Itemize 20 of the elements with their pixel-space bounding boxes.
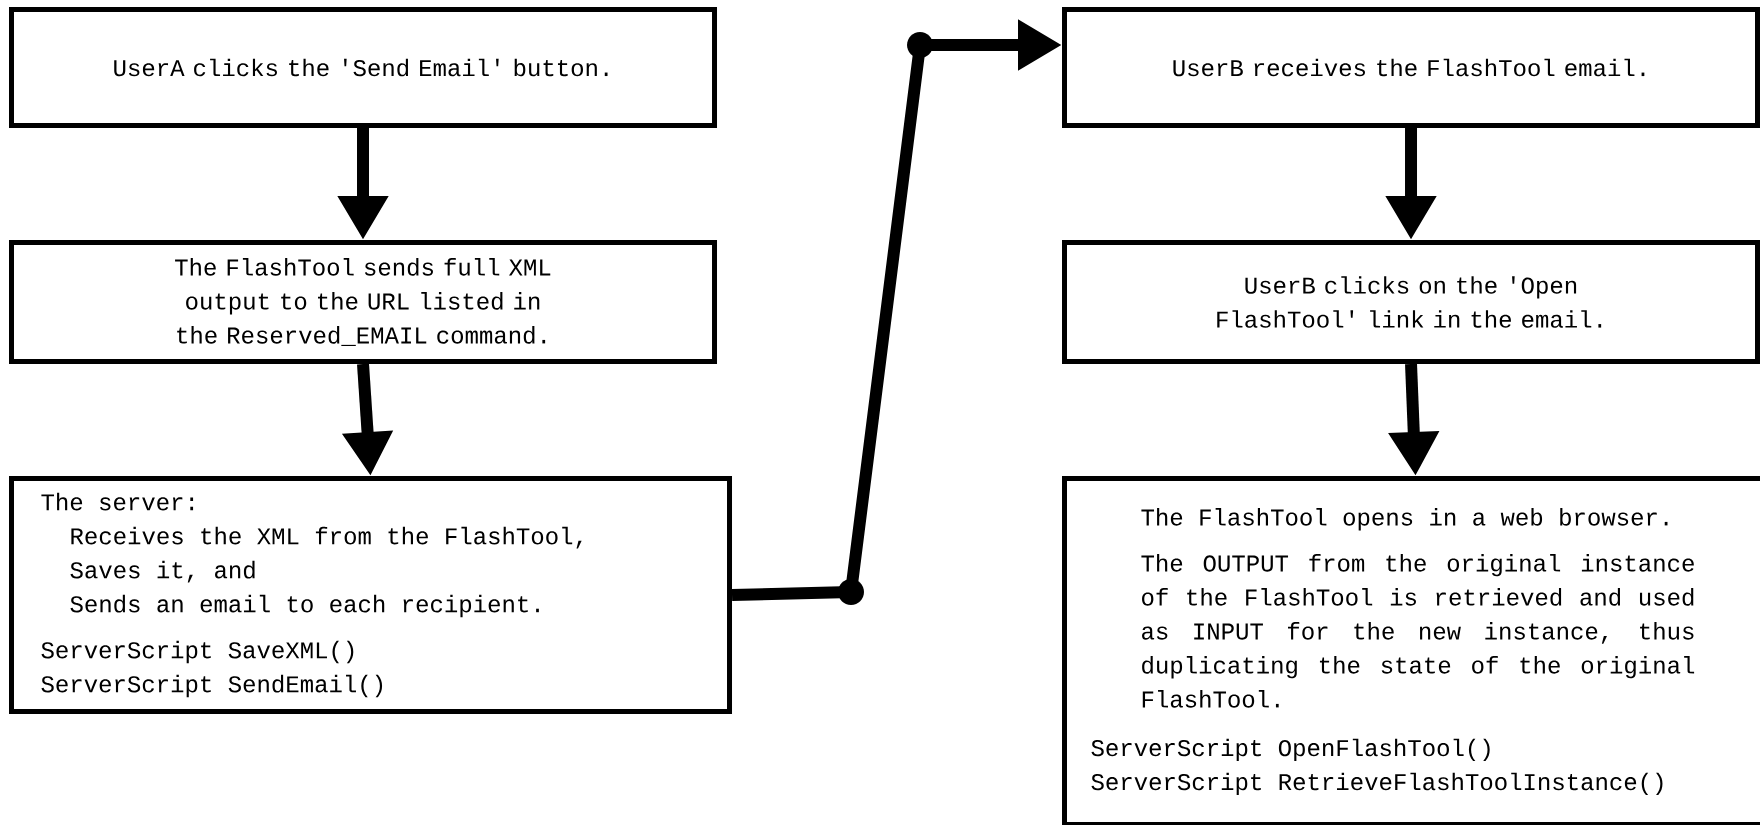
node-text: Receives the XML from the FlashTool, <box>71 526 582 549</box>
node-text: ServerScript RetrieveFlashToolInstance() <box>1091 772 1663 795</box>
node-text: The server: <box>41 492 194 511</box>
node-text: Saves it, and <box>70 560 255 583</box>
process-box <box>9 7 717 128</box>
process-box <box>1062 7 1760 128</box>
node-text: UserB clicks on the 'Open FlashTool' link in the email. <box>1217 276 1602 328</box>
process-box <box>9 240 717 364</box>
process-box <box>1062 476 1760 825</box>
node-text: UserA clicks the 'Send Email' button. <box>114 58 608 77</box>
process-box <box>1062 240 1760 364</box>
node-text: Sends an email to each recipient. <box>70 594 539 618</box>
node-text: The FlashTool sends full XML output to the URL listed in the Reserved_EMAIL command. <box>175 258 551 346</box>
paragraph: The OUTPUT from the original instance of the FlashTool is retrieved and used as INPUT for the new instance, thus duplicating the state of the original FlashTool. <box>1141 554 1695 708</box>
node-text: ServerScript SendEmail() <box>41 674 383 698</box>
node-text: ServerScript SaveXML() <box>41 640 354 664</box>
node-text: UserB receives the FlashTool email. <box>1173 58 1645 77</box>
process-box <box>9 476 732 714</box>
node-text: The FlashTool opens in a web browser. <box>1141 508 1668 531</box>
node-text: ServerScript OpenFlashTool() <box>1091 738 1490 761</box>
